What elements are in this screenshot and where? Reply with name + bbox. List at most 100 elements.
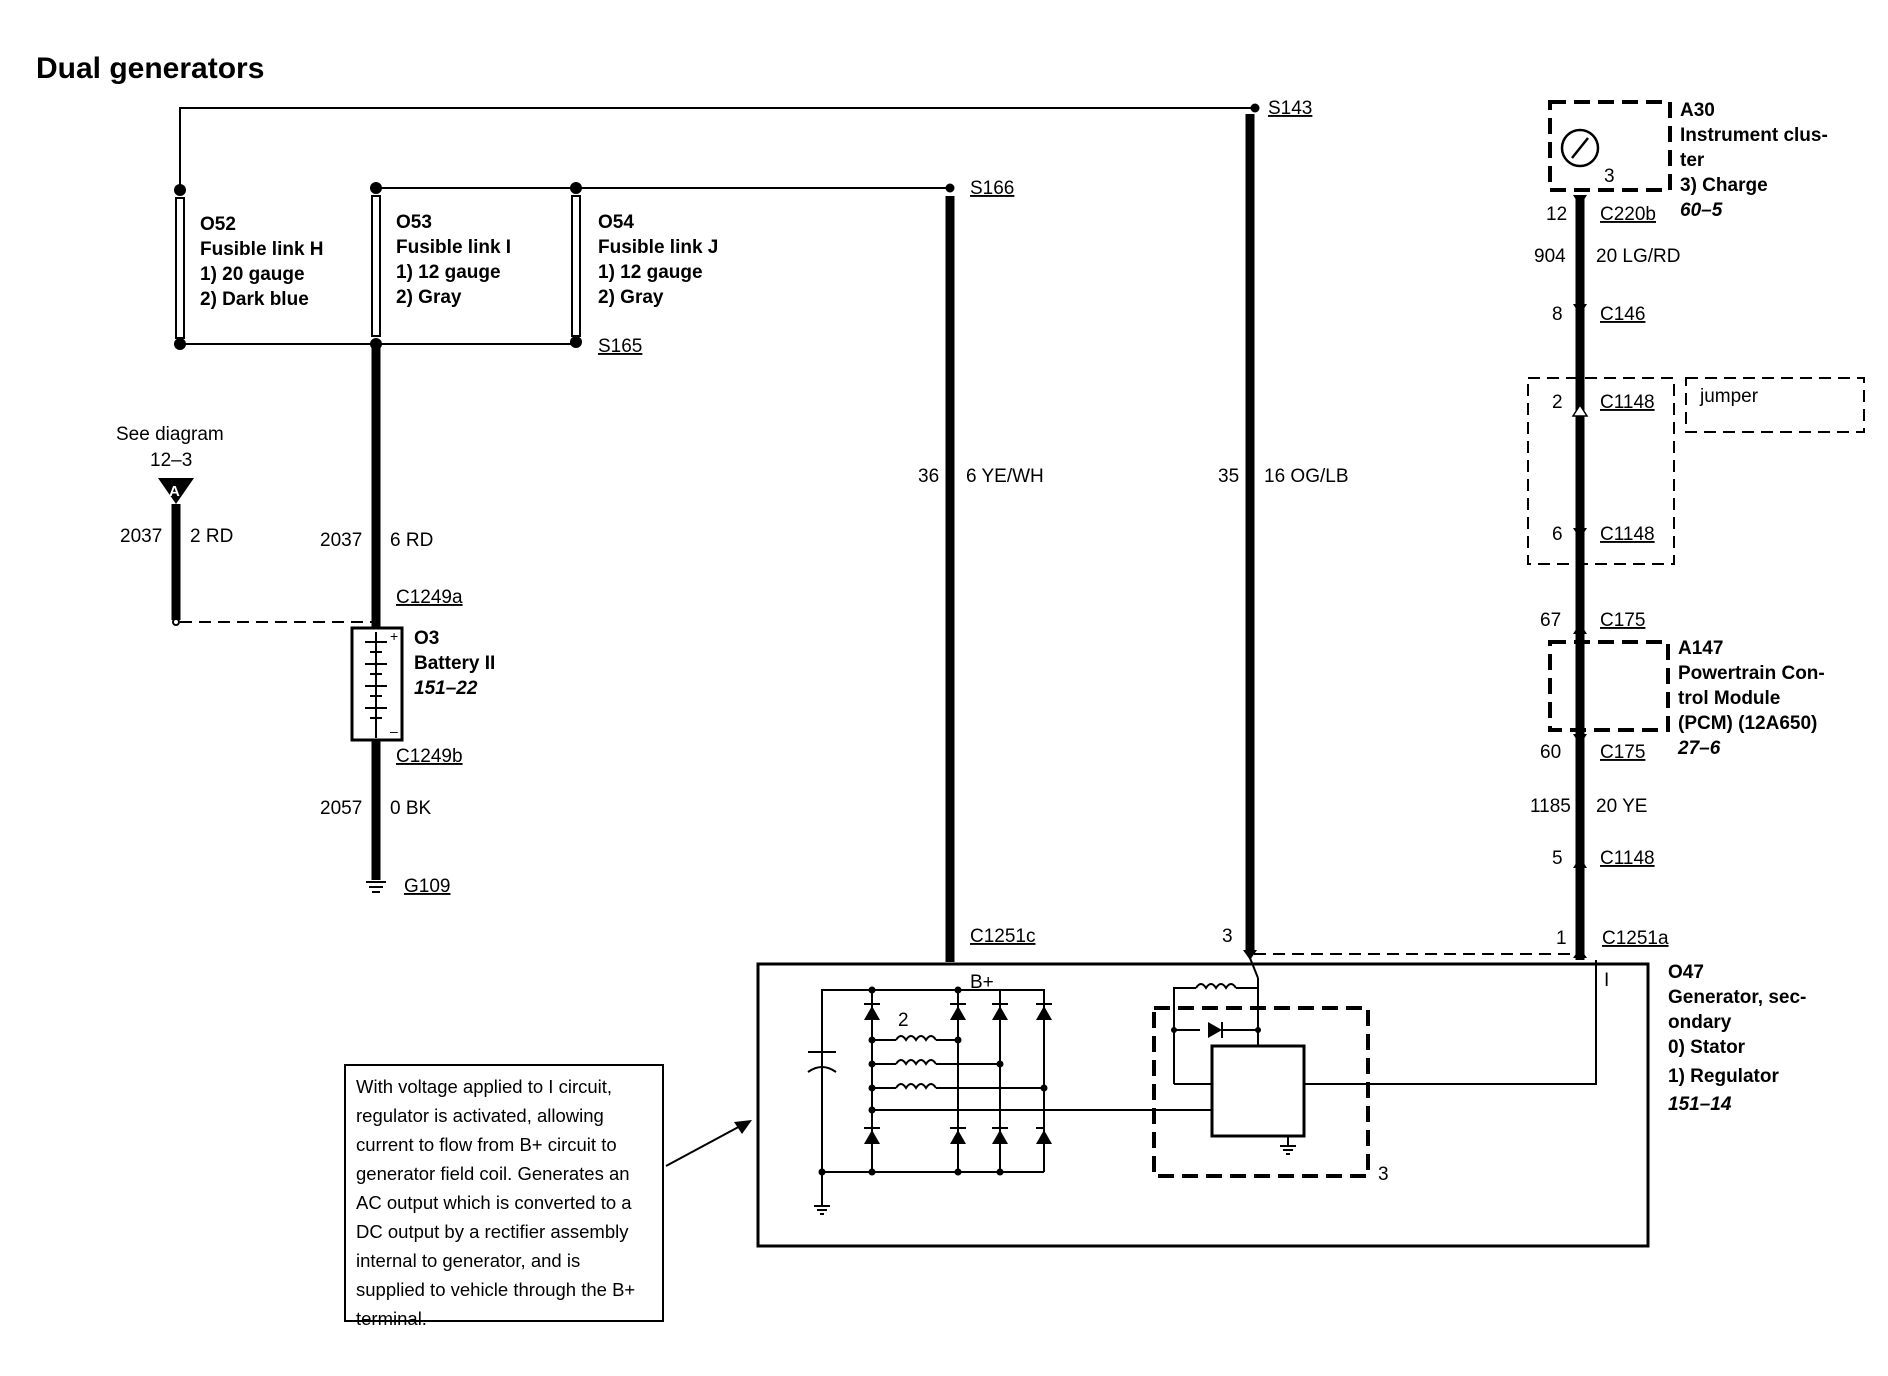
splice-s166-label: S166 — [970, 178, 1014, 199]
wire-35-pin-arrow — [1243, 950, 1257, 960]
wire-2037a-spec: 2 RD — [190, 526, 233, 547]
wire-36-num: 36 — [918, 466, 939, 487]
instrument-cluster-box — [1548, 100, 1672, 192]
fuse-j-id: O54 — [598, 212, 634, 233]
cluster-ref: 60–5 — [1680, 200, 1723, 221]
battery-minus-sign: – — [390, 723, 398, 739]
generator-box — [756, 962, 1650, 1248]
stator-number: 2 — [898, 1010, 909, 1031]
c175b-label: C175 — [1600, 742, 1645, 763]
battery-plus-sign: + — [390, 628, 398, 644]
fuse-h-name: Fusible link H — [200, 239, 324, 260]
fuse-h-color: 2) Dark blue — [200, 289, 309, 310]
pcm-box — [1548, 640, 1670, 732]
battery-bottom-conn: C1249b — [396, 746, 463, 767]
fuse-h — [174, 184, 186, 350]
fuse-i-color: 2) Gray — [396, 287, 462, 308]
ground-label: G109 — [404, 876, 450, 897]
bplus-terminal-label: B+ — [970, 972, 994, 993]
pcm-name-2: trol Module — [1678, 688, 1780, 709]
fuse-i-gauge: 1) 12 gauge — [396, 262, 501, 283]
c1251a-label: C1251a — [1602, 928, 1669, 949]
pcm-name-1: Powertrain Con- — [1678, 663, 1825, 684]
c1251a-pin: 1 — [1556, 928, 1567, 949]
c146-pin: 8 — [1552, 304, 1563, 325]
ground-g109-icon — [366, 881, 386, 893]
wire-2037b-num: 2037 — [320, 530, 362, 551]
jumper-label: jumper — [1699, 386, 1759, 407]
wire-2037a-num: 2037 — [120, 526, 162, 547]
splice-s143-label: S143 — [1268, 98, 1312, 119]
fuse-j-color: 2) Gray — [598, 287, 664, 308]
connector-a-marker-icon — [158, 478, 194, 504]
wire-35-internal — [1249, 957, 1259, 979]
connector-a-letter: A — [169, 483, 180, 500]
wire-904-spec: 20 LG/RD — [1596, 246, 1680, 267]
c175a-label: C175 — [1600, 610, 1645, 631]
c1148b-label: C1148 — [1600, 524, 1655, 545]
c1148b-pin: 6 — [1552, 524, 1563, 545]
splice-s166-dot — [945, 183, 955, 193]
regulator-ic — [1210, 1044, 1306, 1138]
c1148c-label: C1148 — [1600, 848, 1655, 869]
generator-regulator: 1) Regulator — [1668, 1066, 1779, 1087]
battery-top-conn: C1249a — [396, 587, 463, 608]
wire-1185-num: 1185 — [1530, 796, 1571, 817]
c146-label: C146 — [1600, 304, 1645, 325]
cluster-pin-label: 3 — [1604, 166, 1615, 187]
wire-2037b-spec: 6 RD — [390, 530, 433, 551]
wire-36-spec: 6 YE/WH — [966, 466, 1044, 487]
cluster-conn: C220b — [1600, 204, 1656, 225]
fuse-i-name: Fusible link I — [396, 237, 511, 258]
note-arrow-head-icon — [734, 1120, 752, 1134]
cluster-conn-pin: 12 — [1546, 204, 1567, 225]
c1148a-pin: 2 — [1552, 392, 1563, 413]
battery-id: O3 — [414, 628, 439, 649]
cluster-name-1: Instrument clus- — [1680, 125, 1828, 146]
wire-end-dot — [172, 618, 180, 626]
gauge-needle — [1571, 137, 1589, 159]
pcm-id: A147 — [1678, 638, 1723, 659]
gen-pin-3: 3 — [1222, 926, 1233, 947]
wire-2057-spec: 0 BK — [390, 798, 432, 819]
wire-35-spec: 16 OG/LB — [1264, 466, 1349, 487]
wire-904-num: 904 — [1534, 246, 1566, 267]
c175a-pin: 67 — [1540, 610, 1561, 631]
generator-ground-icon — [814, 1205, 830, 1215]
pcm-name-3: (PCM) (12A650) — [1678, 713, 1817, 734]
c1148c-pin: 5 — [1552, 848, 1563, 869]
splice-s165-label: S165 — [598, 336, 642, 357]
pcm-ref: 27–6 — [1677, 738, 1721, 759]
gen-conn-c1251c: C1251c — [970, 926, 1036, 947]
generator-stator: 0) Stator — [1668, 1037, 1746, 1058]
field-coil — [1171, 978, 1261, 1085]
see-diagram-text: See diagram — [116, 424, 224, 445]
fuse-i-id: O53 — [396, 212, 432, 233]
fuse-h-gauge: 1) 20 gauge — [200, 264, 305, 285]
regulator-ground-icon — [1280, 1136, 1296, 1155]
wire-2057-num: 2057 — [320, 798, 362, 819]
battery-symbol — [350, 626, 404, 742]
diagram-title: Dual generators — [36, 52, 264, 85]
i-terminal-label: I — [1604, 970, 1609, 991]
c175b-pin: 60 — [1540, 742, 1561, 763]
generator-name-2: ondary — [1668, 1012, 1732, 1033]
fuse-j — [570, 182, 582, 348]
generator-name-1: Generator, sec- — [1668, 987, 1806, 1008]
generator-note: With voltage applied to I circuit, regul… — [344, 1064, 664, 1329]
cluster-id: A30 — [1680, 100, 1715, 121]
note-arrow — [665, 1123, 745, 1167]
regulator-box — [1152, 1006, 1370, 1178]
jumper-box-right — [1685, 377, 1865, 433]
splice-s143-dot — [1250, 103, 1260, 113]
battery-ref: 151–22 — [414, 678, 478, 699]
fuse-i — [370, 182, 382, 350]
battery-name: Battery II — [414, 653, 495, 674]
bus-s143 — [179, 107, 1255, 190]
capacitor-icon — [807, 1051, 837, 1206]
cluster-charge: 3) Charge — [1680, 175, 1768, 196]
generator-id: O47 — [1668, 962, 1704, 983]
wire-1185-spec: 20 YE — [1596, 796, 1647, 817]
connector-arrows — [1571, 195, 1589, 958]
